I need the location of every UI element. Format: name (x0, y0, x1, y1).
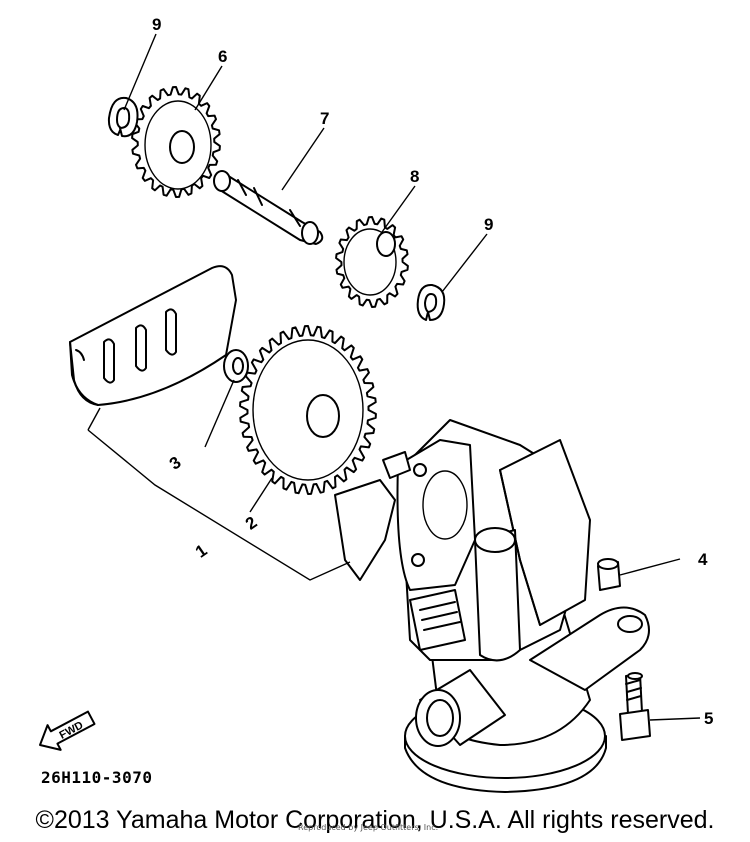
callout-2: 2 (242, 513, 261, 534)
circlip-9-top (107, 96, 139, 138)
gear-6 (131, 86, 221, 198)
callout-3: 3 (166, 453, 185, 474)
collar-4 (597, 558, 621, 591)
forward-arrow-label: FWD (58, 719, 86, 741)
callout-1: 1 (192, 541, 211, 562)
screw-5 (619, 672, 651, 741)
part-number: 26H110-3070 (41, 768, 153, 787)
callout-9-top: 9 (152, 15, 161, 34)
forward-arrow-icon: FWD (39, 710, 96, 751)
callout-9-right: 9 (484, 215, 493, 234)
callout-6: 6 (218, 47, 227, 66)
watermark: Reproduced by Jeep Outfitters, Inc. (298, 823, 439, 832)
callout-7: 7 (320, 109, 329, 128)
leader-lines (87, 33, 701, 721)
circlip-9-right (416, 283, 446, 321)
callout-4: 4 (698, 550, 708, 569)
callout-5: 5 (704, 709, 713, 728)
shaft-7 (213, 170, 324, 245)
copyright-notice: ©2013 Yamaha Motor Corporation, U.S.A. A… (35, 806, 715, 834)
cover-plate (69, 265, 237, 406)
callout-8: 8 (410, 167, 419, 186)
oil-pump-body (334, 419, 650, 793)
gear-2 (239, 325, 377, 495)
washer-3 (223, 349, 249, 383)
gear-8 (335, 216, 409, 308)
